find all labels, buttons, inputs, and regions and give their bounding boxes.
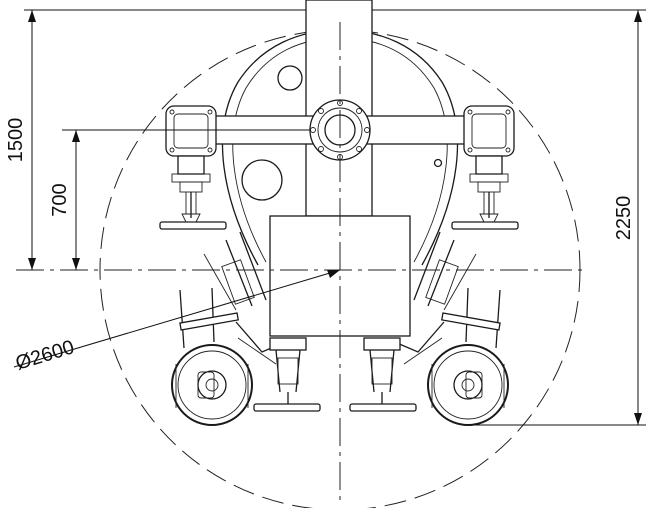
- dimension-700: 700: [49, 129, 310, 270]
- lower-right-jack: [349, 337, 417, 412]
- left-support-leg: [159, 155, 227, 230]
- left-flange: [165, 105, 217, 157]
- small-port: [433, 158, 443, 168]
- right-flange: [463, 105, 515, 157]
- dimension-diameter-label: Ø2600: [13, 336, 77, 375]
- lower-frame: [179, 231, 501, 365]
- dimension-1500-label: 1500: [5, 118, 27, 163]
- lower-left-jack: [253, 337, 321, 412]
- dimension-1500: 1500: [5, 9, 306, 270]
- dimension-2250-label: 2250: [613, 196, 635, 241]
- top-port: [277, 65, 303, 91]
- right-support-leg: [451, 155, 519, 230]
- dimension-700-label: 700: [49, 183, 71, 216]
- dimension-2250: 2250: [372, 9, 646, 426]
- right-wheel: [427, 344, 509, 426]
- left-wheel: [171, 344, 253, 426]
- side-port: [241, 159, 283, 201]
